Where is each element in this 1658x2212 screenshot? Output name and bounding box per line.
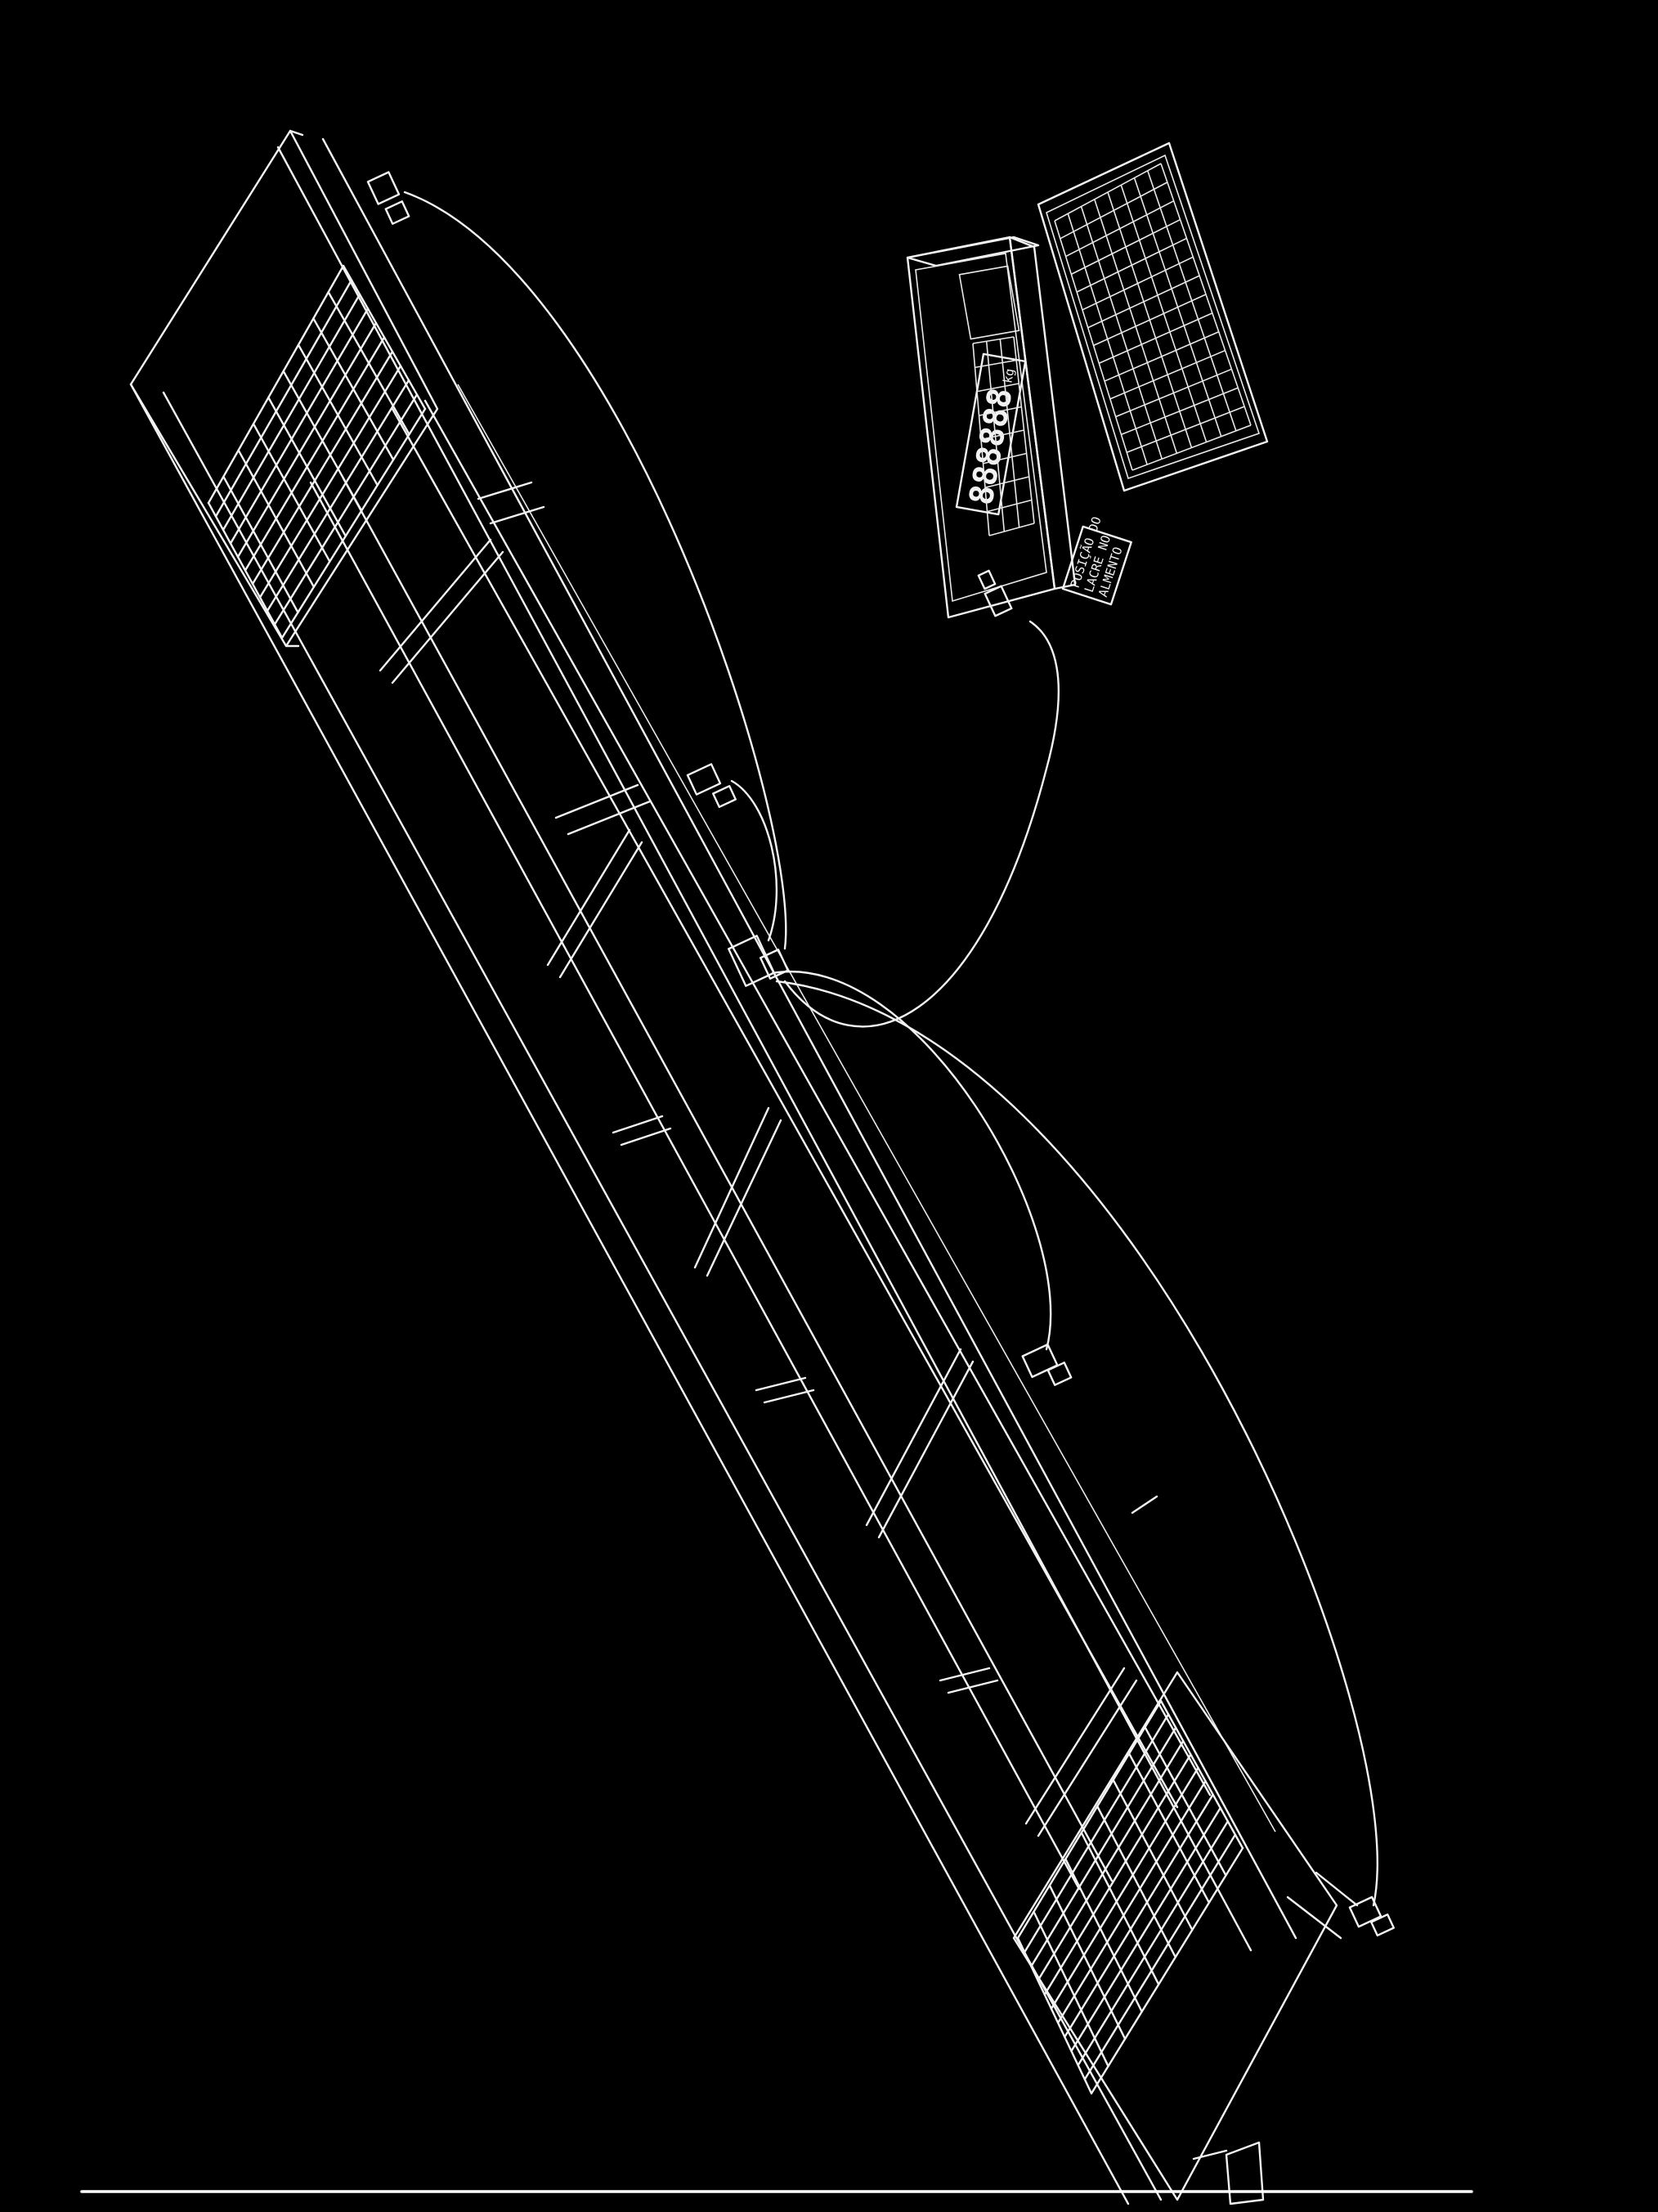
junction-box — [728, 935, 789, 987]
load-cell-mid-1 — [686, 763, 737, 809]
bottom-support — [1192, 1871, 1359, 2205]
load-cell-bottom — [1348, 1896, 1395, 1937]
cables — [403, 191, 1378, 1907]
bottom-platform — [1012, 1671, 1338, 2201]
top-grating — [207, 264, 427, 639]
bottom-grating — [1016, 1699, 1244, 2095]
weighing-indicator: 888888 kg — [906, 236, 1077, 619]
keyboard — [1037, 141, 1269, 492]
cross-members — [379, 481, 1158, 1837]
load-cell-mid-2 — [1021, 1343, 1073, 1386]
indicator-buttons — [972, 336, 1035, 536]
load-cell-top — [366, 171, 410, 225]
top-platform — [129, 129, 439, 648]
seal-label-box: POSIÇÃO DO LACRE NO ALMENTO — [1061, 514, 1132, 606]
scale-frame — [129, 137, 1297, 2205]
